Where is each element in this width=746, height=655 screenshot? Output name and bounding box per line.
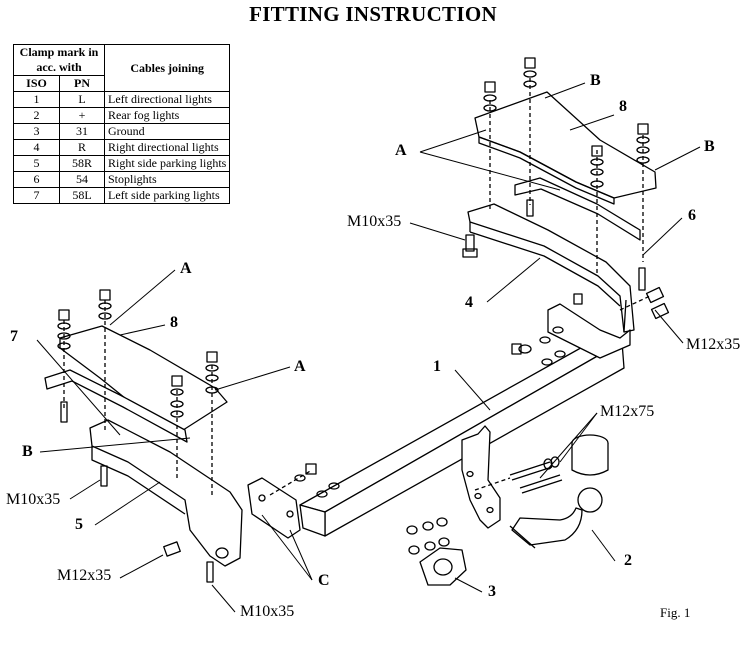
label-6: 6	[688, 207, 696, 224]
label-8-left: 8	[170, 314, 178, 331]
label-1: 1	[433, 358, 441, 375]
label-a-top: A	[395, 142, 407, 159]
label-m10x35-left: M10x35	[6, 491, 61, 508]
left-bolts	[57, 289, 229, 583]
label-8-top: 8	[619, 98, 627, 115]
left-side-bracket-5	[89, 419, 243, 567]
page-title: FITTING INSTRUCTION	[249, 2, 497, 26]
legend-header-cables: Cables joining	[103, 44, 231, 92]
right-m12-bolts	[619, 286, 670, 320]
socket-plate-3	[419, 547, 467, 586]
legend-iso: 7	[12, 187, 61, 204]
label-a-mid: A	[294, 358, 306, 375]
legend-desc: Stoplights	[103, 171, 231, 188]
right-end-plate	[511, 303, 631, 366]
legend-header-clamp: Clamp mark in acc. with	[13, 44, 105, 76]
socket-bracket	[461, 425, 501, 529]
label-3: 3	[488, 583, 496, 600]
label-m12x35-left: M12x35	[57, 567, 112, 584]
label-5: 5	[75, 516, 83, 533]
label-4: 4	[465, 294, 473, 311]
label-m12x75: M12x75	[600, 403, 655, 420]
legend-header-iso: ISO	[12, 75, 61, 92]
label-7: 7	[10, 328, 18, 345]
top-bolts	[462, 57, 650, 305]
label-2: 2	[624, 552, 632, 569]
leader-lines	[36, 82, 701, 613]
top-bolt-column-dashes	[489, 78, 644, 275]
label-m12x35-right: M12x35	[686, 336, 741, 353]
legend-desc: Right side parking lights	[103, 155, 231, 172]
label-c: C	[318, 572, 330, 589]
legend-header-row: Clamp mark in acc. with Cables joining	[13, 44, 231, 92]
left-spacer-7	[44, 369, 188, 443]
label-m10x35-bottom: M10x35	[240, 603, 295, 620]
left-end-plate	[247, 463, 340, 539]
legend-pn: 31	[59, 123, 105, 140]
legend-header-pn: PN	[59, 75, 105, 92]
cable-legend-table: Clamp mark in acc. with Cables joining I…	[12, 44, 231, 204]
legend-row: 2+Rear fog lights	[12, 107, 231, 124]
legend-desc: Right directional lights	[103, 139, 231, 156]
label-m10x35-top: M10x35	[347, 213, 402, 230]
legend-desc: Left side parking lights	[103, 187, 231, 204]
legend-pn: 58R	[59, 155, 105, 172]
legend-subheader-row: ISO PN	[12, 75, 230, 92]
left-clamp-plate-8	[59, 325, 228, 433]
label-a-left: A	[180, 260, 192, 277]
label-b-left: B	[22, 443, 33, 460]
legend-pn: 54	[59, 171, 105, 188]
top-clamp-plate-8	[474, 91, 657, 205]
legend-pn: 58L	[59, 187, 105, 204]
tow-ball-2	[509, 434, 609, 549]
label-b-top-2: B	[704, 138, 715, 155]
legend-iso: 1	[12, 91, 61, 108]
figure-caption: Fig. 1	[660, 605, 691, 620]
label-b-top-1: B	[590, 72, 601, 89]
top-spacer-strip	[514, 177, 641, 241]
